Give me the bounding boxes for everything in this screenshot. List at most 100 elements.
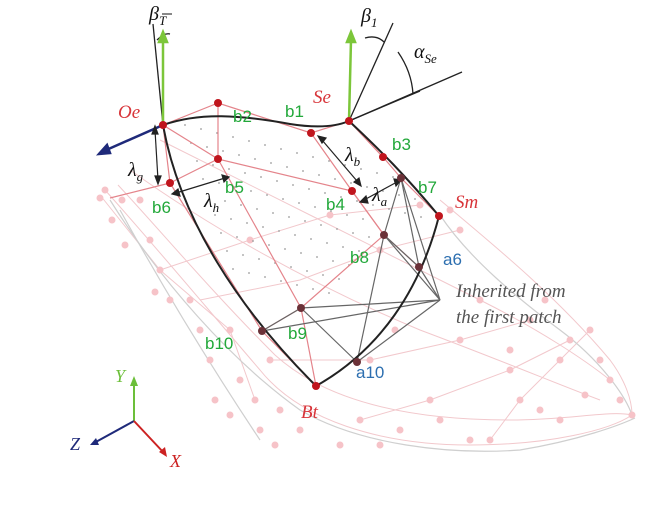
grid-dot bbox=[268, 244, 270, 246]
point-b2 bbox=[214, 99, 222, 107]
mesh-point bbox=[536, 406, 544, 414]
fan-line-b10 bbox=[261, 299, 441, 332]
point-b5 bbox=[214, 155, 222, 163]
grid-dot bbox=[302, 170, 304, 172]
mesh-point bbox=[506, 346, 514, 354]
grid-dot bbox=[398, 194, 400, 196]
mesh-point bbox=[101, 186, 109, 194]
mesh-point bbox=[211, 396, 219, 404]
mesh-point bbox=[151, 288, 159, 296]
annotation-line2: the first patch bbox=[456, 307, 562, 328]
label-b10: b10 bbox=[205, 334, 233, 353]
label-oe: Oe bbox=[118, 102, 140, 123]
axis-z-label: Z bbox=[70, 434, 81, 454]
grid-dot bbox=[212, 164, 214, 166]
mesh-point bbox=[118, 196, 126, 204]
grid-dot bbox=[196, 160, 198, 162]
mesh-point bbox=[256, 426, 264, 434]
mesh-point bbox=[96, 194, 104, 202]
point-b4 bbox=[348, 187, 356, 195]
grid-dot bbox=[334, 178, 336, 180]
grid-dot bbox=[244, 172, 246, 174]
normal-vectors bbox=[157, 28, 357, 125]
mesh-point bbox=[326, 211, 334, 219]
grid-dot bbox=[298, 202, 300, 204]
grid-dot bbox=[284, 248, 286, 250]
grid-dot bbox=[414, 198, 416, 200]
grid-dot bbox=[336, 228, 338, 230]
mesh-point bbox=[121, 241, 129, 249]
grid-dot bbox=[234, 186, 236, 188]
grid-dot bbox=[202, 178, 204, 180]
annotation-line1: Inherited from bbox=[455, 281, 566, 302]
mesh-point bbox=[466, 436, 474, 444]
grid-dot bbox=[258, 258, 260, 260]
tangent-oe-head bbox=[95, 142, 112, 156]
mesh-curve-10 bbox=[489, 329, 591, 441]
tangent-se bbox=[348, 71, 463, 122]
point-sm bbox=[435, 212, 443, 220]
mesh-point bbox=[426, 396, 434, 404]
mesh-point bbox=[166, 296, 174, 304]
point-b1 bbox=[307, 129, 315, 137]
grid-dot bbox=[314, 206, 316, 208]
point-se bbox=[345, 117, 353, 125]
grid-dot bbox=[282, 198, 284, 200]
grid-dot bbox=[278, 230, 280, 232]
mesh-outer-curve bbox=[104, 189, 633, 446]
mesh-point bbox=[556, 356, 564, 364]
grid-dot bbox=[286, 166, 288, 168]
lambda-h-head-left bbox=[170, 187, 181, 197]
grid-dot bbox=[356, 200, 358, 202]
beta-1-label: β1 bbox=[360, 5, 377, 30]
beta-1-ray bbox=[348, 22, 394, 122]
point-bt bbox=[312, 382, 320, 390]
grid-dot bbox=[340, 196, 342, 198]
fan-line-b8 bbox=[383, 234, 441, 301]
lambda-b-arrow bbox=[321, 139, 358, 182]
lambda-a-arrow bbox=[363, 181, 398, 201]
lambda-g-label: λg bbox=[127, 159, 144, 184]
curve-oe-bt bbox=[162, 124, 317, 387]
mesh-point bbox=[226, 411, 234, 419]
label-b3: b3 bbox=[392, 135, 411, 154]
lambda-a-label: λa bbox=[371, 184, 388, 209]
beta-T-ray bbox=[152, 23, 164, 126]
angle-labels: βT β1 αSe λg λh λb λa bbox=[127, 3, 437, 215]
grid-dot bbox=[294, 234, 296, 236]
net-dark-b9-a10 bbox=[300, 307, 358, 363]
axis-x-line bbox=[133, 420, 165, 454]
point-b6 bbox=[166, 179, 174, 187]
mesh-point bbox=[136, 196, 144, 204]
mesh-point bbox=[366, 356, 374, 364]
mesh-point bbox=[586, 326, 594, 334]
grid-dot bbox=[220, 232, 222, 234]
grid-dot bbox=[328, 292, 330, 294]
mesh-point bbox=[566, 336, 574, 344]
axis-y-head bbox=[130, 376, 138, 386]
grid-dot bbox=[250, 190, 252, 192]
lambda-a-head-left bbox=[358, 194, 369, 204]
grid-dot bbox=[338, 278, 340, 280]
mesh-curve-4 bbox=[159, 139, 611, 381]
grid-dot bbox=[262, 226, 264, 228]
grid-dot bbox=[218, 182, 220, 184]
axis-y-label: Y bbox=[115, 366, 127, 386]
grid-dot bbox=[248, 140, 250, 142]
grid-dot bbox=[288, 216, 290, 218]
lambda-h-label: λh bbox=[203, 190, 219, 215]
mesh-point bbox=[581, 391, 589, 399]
grid-dot bbox=[280, 148, 282, 150]
mesh-curve-2 bbox=[117, 184, 633, 421]
mesh-point bbox=[246, 236, 254, 244]
label-b6: b6 bbox=[152, 198, 171, 217]
label-b9: b9 bbox=[288, 324, 307, 343]
grid-dot bbox=[224, 200, 226, 202]
grid-dot bbox=[306, 270, 308, 272]
grid-dot bbox=[368, 236, 370, 238]
grid-dot bbox=[344, 164, 346, 166]
grid-dot bbox=[232, 136, 234, 138]
label-a10: a10 bbox=[356, 363, 384, 382]
mesh-point bbox=[146, 236, 154, 244]
grid-dot bbox=[308, 188, 310, 190]
